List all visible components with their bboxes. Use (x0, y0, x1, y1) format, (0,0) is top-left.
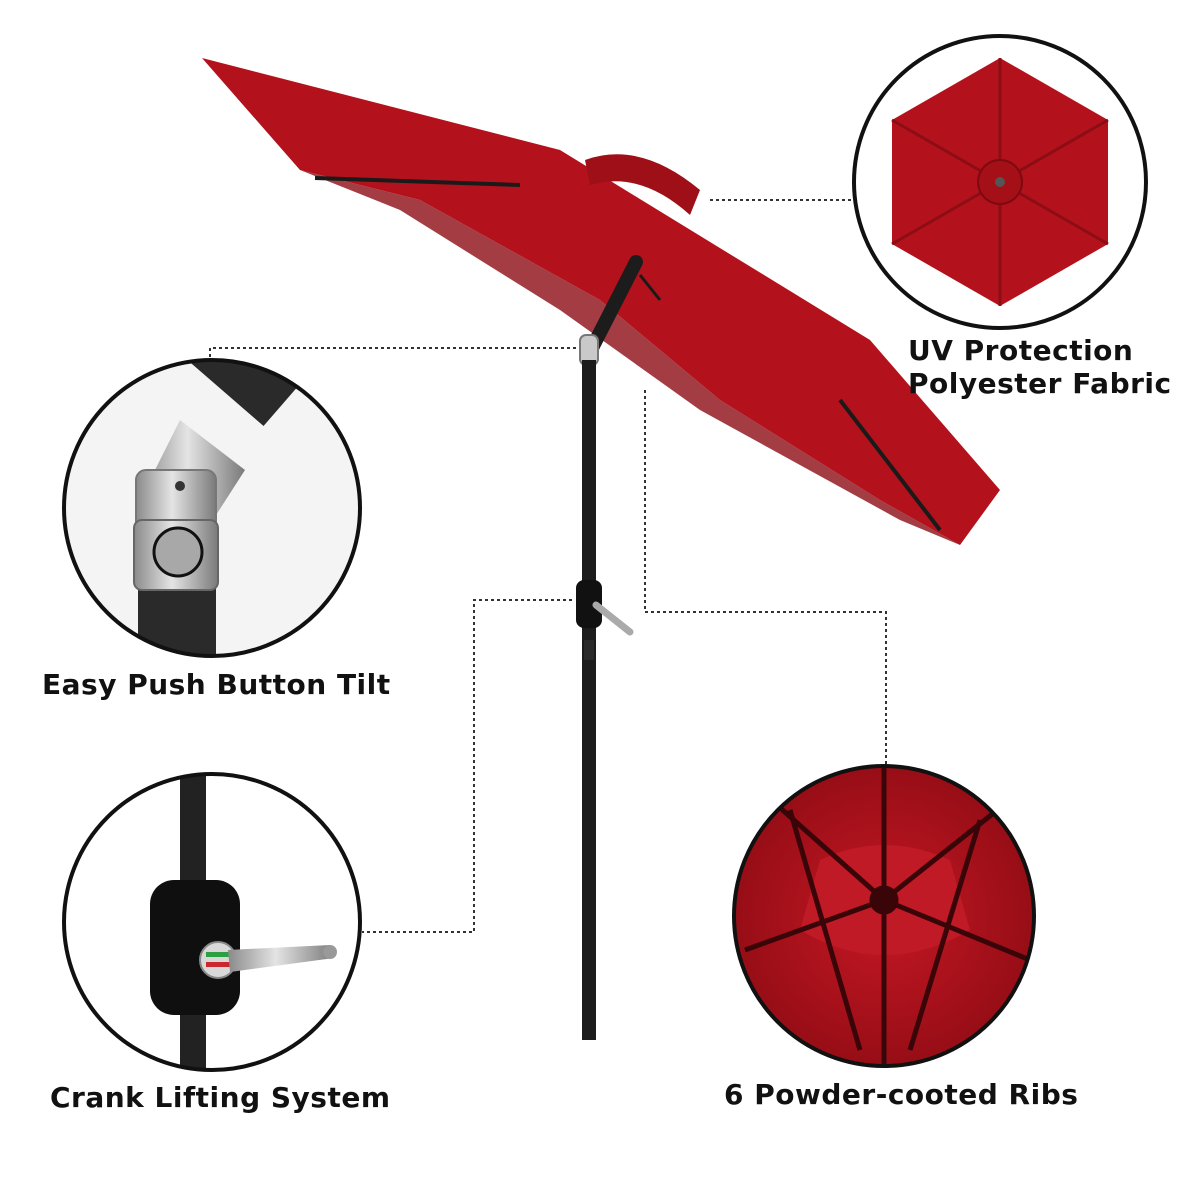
crank-caption: Crank Lifting System (50, 1081, 391, 1114)
umbrella-pole-icon (582, 360, 596, 1040)
fabric-caption-line2: Polyester Fabric (908, 367, 1172, 400)
fabric-caption-line1: UV Protection (908, 334, 1134, 367)
ribs-closeup (732, 764, 1036, 1068)
tilt-joint-closeup (62, 358, 362, 658)
canopy-top-vent (585, 154, 700, 215)
fabric-caption: UV Protection Polyester Fabric (908, 334, 1172, 400)
canopy-top-view (852, 34, 1148, 330)
push-button-icon (152, 526, 204, 578)
crank-closeup (62, 772, 362, 1072)
umbrella-main (202, 58, 1000, 1040)
leader-lines (209, 199, 887, 933)
tilt-caption: Easy Push Button Tilt (42, 668, 391, 701)
ribs-caption: 6 Powder-cooted Ribs (724, 1078, 1079, 1111)
crank-handle-icon (228, 945, 334, 972)
canopy-shade (300, 170, 960, 545)
pole-crank-handle-icon (592, 601, 634, 636)
